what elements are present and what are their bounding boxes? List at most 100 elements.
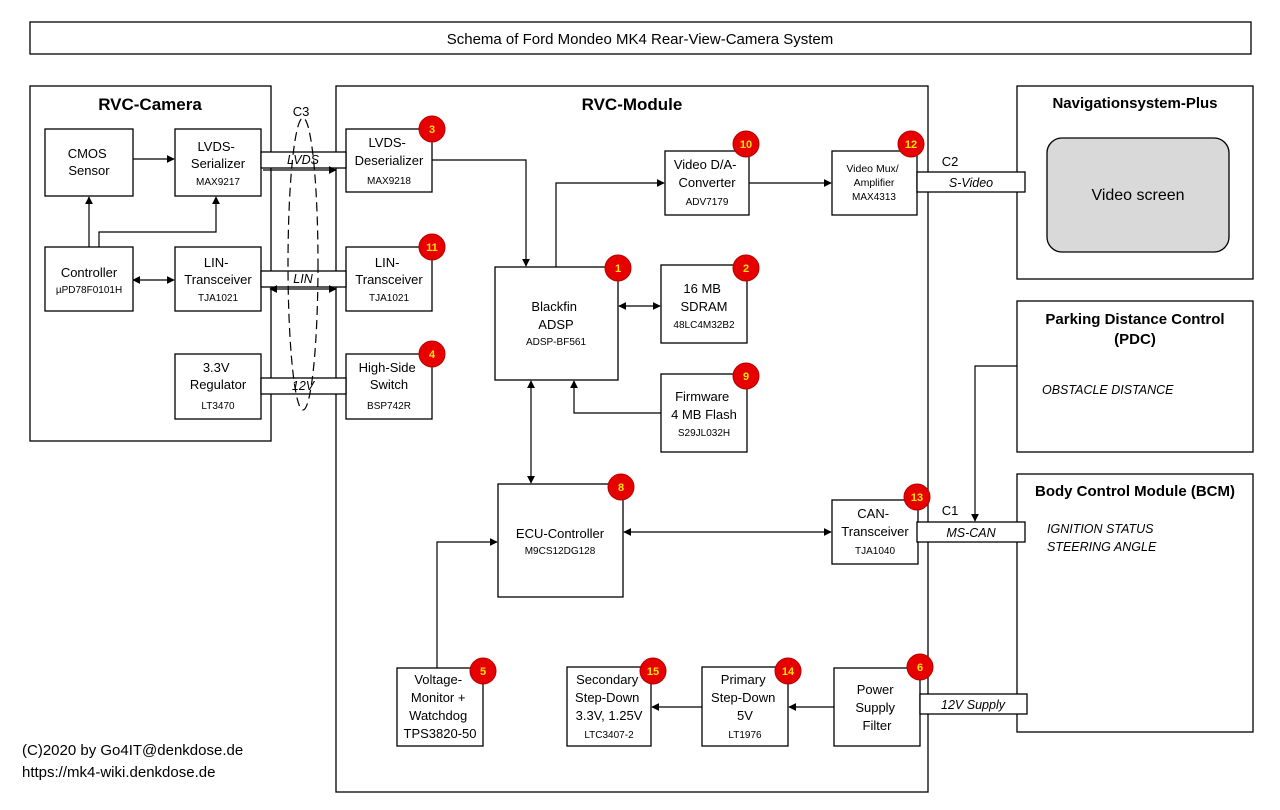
ms-can-signal-label: MS-CAN: [946, 526, 996, 540]
svg-text:4: 4: [429, 349, 436, 361]
power-supply-filter-block: [833, 667, 921, 747]
ecu-controller-part: M9CS12DG128: [525, 546, 596, 557]
voltage-monitor-watchdog-label: Voltage- Monitor + Watchdog TPS3820-50: [404, 672, 477, 741]
secondary-step-down-part: LTC3407-2: [584, 730, 634, 741]
primary-step-down-label: Primary Step-Down 5V: [711, 672, 779, 723]
svg-text:13: 13: [911, 492, 923, 504]
badge-6: 6: [906, 653, 934, 681]
lin-transceiver-module-label: LIN- Transceiver: [355, 255, 423, 287]
pdc-frame: [1016, 300, 1254, 453]
ecu-controller-label: ECU-Controller: [516, 526, 605, 541]
flash-to-dsp-arrow: [570, 380, 661, 414]
12v-supply-signal-label: 12V Supply: [941, 698, 1006, 712]
video-screen-label: Video screen: [1091, 187, 1184, 204]
video-mux-part: MAX4313: [852, 192, 896, 203]
cmos-sensor-label: CMOS Sensor: [68, 146, 111, 178]
s-video-connector-strip: [916, 171, 1026, 193]
bcm-steering-angle: STEERING ANGLE: [1047, 540, 1157, 554]
c2-connector-label: C2: [942, 154, 959, 169]
badge-4: 4: [418, 340, 446, 368]
can-transceiver-block: [831, 499, 919, 565]
firmware-flash-label: Firmware 4 MB Flash: [671, 389, 737, 422]
lin-transceiver-module-block: [345, 246, 433, 312]
rvc-camera-title: RVC-Camera: [98, 95, 202, 114]
pdc-title-line2: (PDC): [1114, 331, 1156, 348]
lin-transceiver-module-part: TJA1021: [369, 293, 409, 304]
badge-3: 3: [418, 115, 446, 143]
svg-text:9: 9: [743, 371, 749, 383]
svg-text:8: 8: [618, 482, 624, 494]
video-screen: [1046, 137, 1230, 253]
lin-signal-label: LIN: [293, 272, 313, 286]
high-side-switch-block: [345, 353, 433, 420]
video-mux-label: Video Mux/ Amplifier: [846, 163, 901, 189]
can-transceiver-label: CAN- Transceiver: [841, 506, 909, 539]
regulator-part: LT3470: [201, 401, 235, 412]
bcm-frame: [1016, 473, 1254, 733]
badge-2: 2: [732, 254, 760, 282]
svg-text:12: 12: [905, 139, 917, 151]
sdram-label: 16 MB SDRAM: [681, 281, 728, 314]
controller-block: [44, 246, 134, 312]
badge-11: 11: [418, 233, 446, 261]
12v-connector-strip: [260, 377, 347, 395]
c1-connector-label: C1: [942, 503, 959, 518]
ecu-controller-block: [497, 483, 624, 598]
badge-13: 13: [903, 483, 931, 511]
firmware-flash-block: [660, 373, 748, 453]
video-dac-block: [664, 150, 750, 216]
rvc-module-title: RVC-Module: [582, 95, 683, 114]
title-frame: [29, 21, 1252, 55]
svg-text:11: 11: [426, 242, 438, 254]
regulator-label: 3.3V Regulator: [190, 360, 247, 392]
secondary-step-down-block: [566, 666, 652, 747]
lvds-deserializer-part: MAX9218: [367, 176, 411, 187]
video-mux-block: [831, 150, 918, 216]
cmos-sensor-block: [44, 128, 134, 197]
badge-9: 9: [732, 362, 760, 390]
pdc-obstacle-distance: OBSTACLE DISTANCE: [1042, 383, 1174, 397]
s-video-signal-label: S-Video: [949, 176, 993, 190]
video-dac-label: Video D/A- Converter: [674, 157, 740, 190]
svg-text:1: 1: [615, 263, 621, 275]
svg-text:6: 6: [917, 662, 923, 674]
secondary-step-down-label: Secondary Step-Down 3.3V, 1.25V: [575, 672, 643, 723]
lin-transceiver-camera-block: [174, 246, 262, 312]
controller-to-serializer-arrow: [98, 196, 220, 247]
bcm-ignition-status: IGNITION STATUS: [1047, 522, 1154, 536]
12v-supply-connector-strip: [919, 693, 1028, 715]
voltage-monitor-watchdog-block: [396, 667, 484, 747]
svg-text:10: 10: [740, 139, 752, 151]
watchdog-to-ecu-arrow: [436, 538, 498, 668]
primary-step-down-block: [701, 666, 789, 747]
can-transceiver-part: TJA1040: [855, 546, 895, 557]
lvds-deserializer-block: [345, 128, 433, 193]
lvds-connector-strip: [260, 151, 347, 169]
credit-url: https://mk4-wiki.denkdose.de: [22, 764, 215, 781]
lin-transceiver-camera-label: LIN- Transceiver: [184, 255, 252, 287]
sdram-part: 48LC4M32B2: [673, 320, 735, 331]
12v-signal-label: 12V: [292, 379, 316, 393]
dsp-to-dac-arrow: [555, 179, 665, 267]
lvds-serializer-label: LVDS- Serializer: [191, 139, 246, 171]
blackfin-dsp-block: [494, 266, 619, 381]
badge-10: 10: [732, 130, 760, 158]
ms-can-connector-strip: [916, 521, 1026, 543]
badge-12: 12: [897, 130, 925, 158]
svg-text:15: 15: [647, 666, 659, 678]
svg-text:3: 3: [429, 124, 435, 136]
lvds-deserializer-label: LVDS- Deserializer: [355, 135, 424, 168]
c3-connector-ellipse: [287, 117, 319, 411]
badge-8: 8: [607, 473, 635, 501]
navigation-system-title: Navigationsystem-Plus: [1052, 95, 1217, 112]
credit-copyright: (C)2020 by Go4IT@denkdose.de: [22, 742, 243, 759]
controller-label: Controller: [61, 265, 118, 280]
bcm-title: Body Control Module (BCM): [1035, 483, 1235, 500]
pdc-title-line1: Parking Distance Control: [1045, 311, 1224, 328]
video-dac-part: ADV7179: [686, 197, 729, 208]
badge-5: 5: [469, 657, 497, 685]
firmware-flash-part: S29JL032H: [678, 428, 730, 439]
high-side-switch-label: High-Side Switch: [359, 360, 420, 392]
lvds-serializer-block: [174, 128, 262, 197]
